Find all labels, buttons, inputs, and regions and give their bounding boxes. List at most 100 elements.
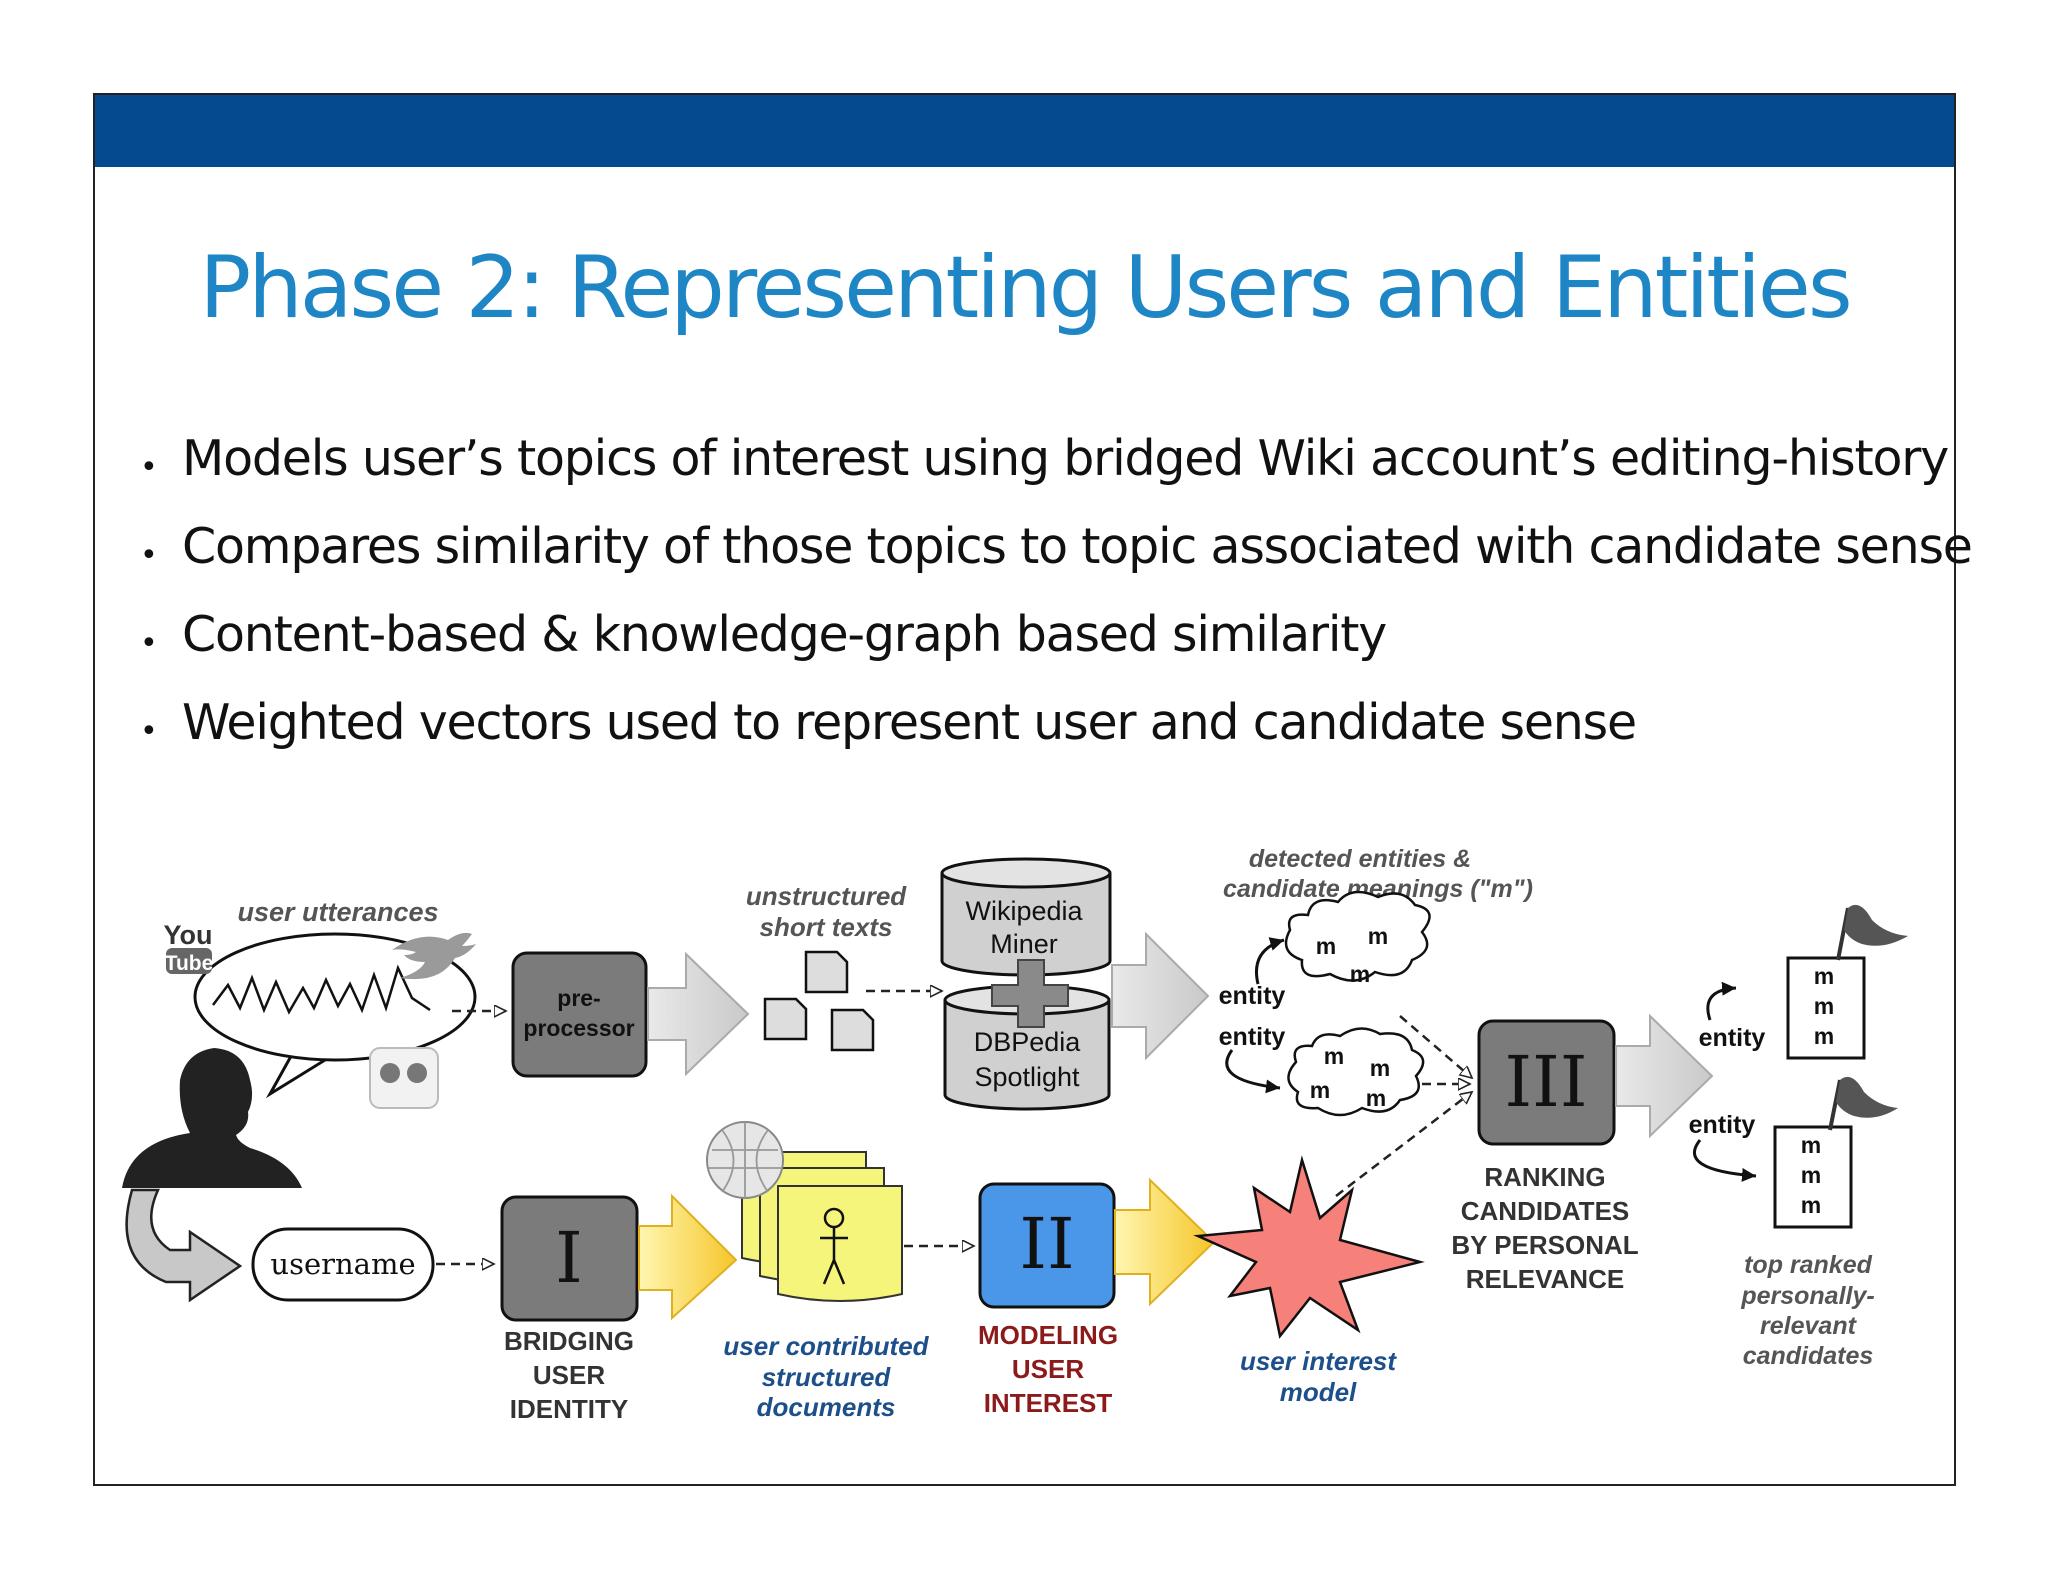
svg-text:m: m xyxy=(1316,933,1336,959)
bullet-dot-icon: • xyxy=(140,626,158,661)
candidate-cloud: m m m xyxy=(1284,890,1431,987)
process-arrow-icon xyxy=(1114,1177,1216,1307)
svg-text:m: m xyxy=(1814,963,1834,989)
entity-to-list-arrow xyxy=(1693,1139,1757,1182)
svg-text:m: m xyxy=(1366,1085,1386,1111)
svg-text:m: m xyxy=(1801,1162,1821,1188)
svg-text:RELEVANCE: RELEVANCE xyxy=(1466,1264,1624,1294)
bullet-text: Weighted vectors used to represent user … xyxy=(182,694,1637,751)
arrow-interest-to-ranking xyxy=(1335,1092,1472,1197)
svg-text:You: You xyxy=(164,920,213,950)
flag-icon xyxy=(1836,904,1908,961)
process-arrow-icon xyxy=(1111,931,1210,1061)
svg-text:model: model xyxy=(1280,1377,1357,1407)
svg-text:m: m xyxy=(1814,1023,1834,1049)
wiki-document-stack xyxy=(741,1151,903,1302)
modeling-stage-II: II xyxy=(978,1182,1116,1309)
svg-text:m: m xyxy=(1801,1192,1821,1218)
slide-title: Phase 2: Representing Users and Entities xyxy=(199,238,1852,338)
svg-text:Miner: Miner xyxy=(990,929,1058,959)
svg-text:user contributed: user contributed xyxy=(723,1331,929,1361)
wikipedia-globe-icon xyxy=(706,1121,784,1199)
bullet-dot-icon: • xyxy=(140,714,158,749)
svg-text:m: m xyxy=(1801,1132,1821,1158)
candidate-cloud: m m m m xyxy=(1287,1027,1425,1117)
user-interest-star-icon xyxy=(1193,1155,1425,1339)
detected-entities-label: detected entities & xyxy=(1249,845,1471,873)
svg-text:personally-: personally- xyxy=(1740,1282,1874,1310)
user-documents-label: user contributed structured documents xyxy=(723,1331,929,1422)
svg-text:Spotlight: Spotlight xyxy=(974,1062,1080,1092)
flickr-icon xyxy=(369,1047,439,1109)
waveform-icon xyxy=(212,964,431,1015)
bullet-list: • Models user’s topics of interest using … xyxy=(140,430,1973,782)
bullet-dot-icon: • xyxy=(140,450,158,485)
entity-label: entity xyxy=(1689,1111,1756,1139)
ranking-stage-III: III xyxy=(1477,1019,1616,1146)
svg-text:processor: processor xyxy=(523,1015,634,1041)
arrow-cloud-to-ranking xyxy=(1399,1015,1472,1078)
svg-text:m: m xyxy=(1368,923,1388,949)
svg-text:Tube: Tube xyxy=(165,952,214,975)
svg-text:m: m xyxy=(1324,1043,1344,1069)
entity-to-list-arrow xyxy=(1706,981,1737,1021)
entity-to-cloud-arrow xyxy=(1255,937,1285,985)
bullet-item: • Weighted vectors used to represent user… xyxy=(140,694,1972,782)
text-document-icons xyxy=(763,950,875,1052)
svg-text:user interest: user interest xyxy=(1240,1346,1397,1376)
bullet-item: • Compares similarity of those topics to … xyxy=(140,518,1973,606)
svg-text:III: III xyxy=(1505,1041,1588,1123)
svg-text:BY PERSONAL: BY PERSONAL xyxy=(1451,1230,1638,1260)
curved-down-arrow-icon xyxy=(125,1188,243,1303)
bullet-item: • Models user’s topics of interest using … xyxy=(140,430,1972,518)
ranked-candidate-list: m m m xyxy=(1786,956,1866,1060)
process-arrow-icon xyxy=(638,1193,738,1321)
bridging-stage-I: I xyxy=(500,1195,639,1322)
bridging-label: BRIDGING USER IDENTITY xyxy=(504,1326,634,1424)
svg-text:MODELING: MODELING xyxy=(978,1320,1118,1350)
plus-icon xyxy=(991,959,1069,1028)
process-arrow-icon xyxy=(1615,1013,1714,1139)
svg-text:m: m xyxy=(1370,1055,1390,1081)
youtube-icon: You Tube xyxy=(164,920,214,975)
svg-text:documents: documents xyxy=(757,1392,896,1422)
ranking-label: RANKING CANDIDATES BY PERSONAL RELEVANCE xyxy=(1451,1162,1638,1294)
svg-text:candidates: candidates xyxy=(1743,1342,1874,1370)
ranked-candidate-list: m m m xyxy=(1773,1125,1853,1229)
entity-to-cloud-arrow xyxy=(1225,1049,1281,1094)
svg-text:CANDIDATES: CANDIDATES xyxy=(1461,1196,1630,1226)
modeling-label: MODELING USER INTEREST xyxy=(978,1320,1118,1418)
svg-text:IDENTITY: IDENTITY xyxy=(510,1394,628,1424)
bullet-item: •Content-based & knowledge-graph based s… xyxy=(140,606,1972,694)
header-bar xyxy=(95,95,1954,167)
svg-text:m: m xyxy=(1310,1077,1330,1103)
entity-label: entity xyxy=(1219,1023,1286,1051)
svg-text:DBPedia: DBPedia xyxy=(974,1027,1082,1057)
user-utterances-label: user utterances xyxy=(237,897,438,927)
speech-bubble xyxy=(193,932,477,1099)
bullet-text: Compares similarity of those topics to t… xyxy=(182,518,1973,575)
svg-text:USER: USER xyxy=(1012,1354,1084,1384)
svg-text:pre-: pre- xyxy=(557,985,600,1011)
top-ranked-label: top ranked personally- relevant candidat… xyxy=(1740,1251,1874,1370)
flag-icon xyxy=(1828,1076,1898,1131)
svg-text:m: m xyxy=(1814,993,1834,1019)
bullet-dot-icon: • xyxy=(140,538,158,573)
entity-label: entity xyxy=(1219,982,1286,1010)
svg-text:I: I xyxy=(555,1217,583,1299)
entity-label: entity xyxy=(1699,1024,1766,1052)
svg-text:Wikipedia: Wikipedia xyxy=(965,896,1083,926)
svg-text:RANKING: RANKING xyxy=(1484,1162,1605,1192)
svg-text:username: username xyxy=(270,1247,415,1281)
user-interest-label: user interest model xyxy=(1240,1346,1397,1407)
svg-text:m: m xyxy=(1350,961,1370,987)
bullet-text: Models user’s topics of interest using b… xyxy=(182,430,1949,487)
username-field: username xyxy=(251,1227,435,1302)
svg-text:top ranked: top ranked xyxy=(1744,1251,1873,1279)
wikipedia-miner-db: Wikipedia Miner xyxy=(940,857,1112,977)
unstructured-short-texts-label: unstructured xyxy=(746,881,907,911)
preprocessor-box: pre- processor xyxy=(511,951,648,1078)
svg-text:II: II xyxy=(1019,1203,1074,1285)
unstructured-short-texts-label: short texts xyxy=(760,912,893,942)
